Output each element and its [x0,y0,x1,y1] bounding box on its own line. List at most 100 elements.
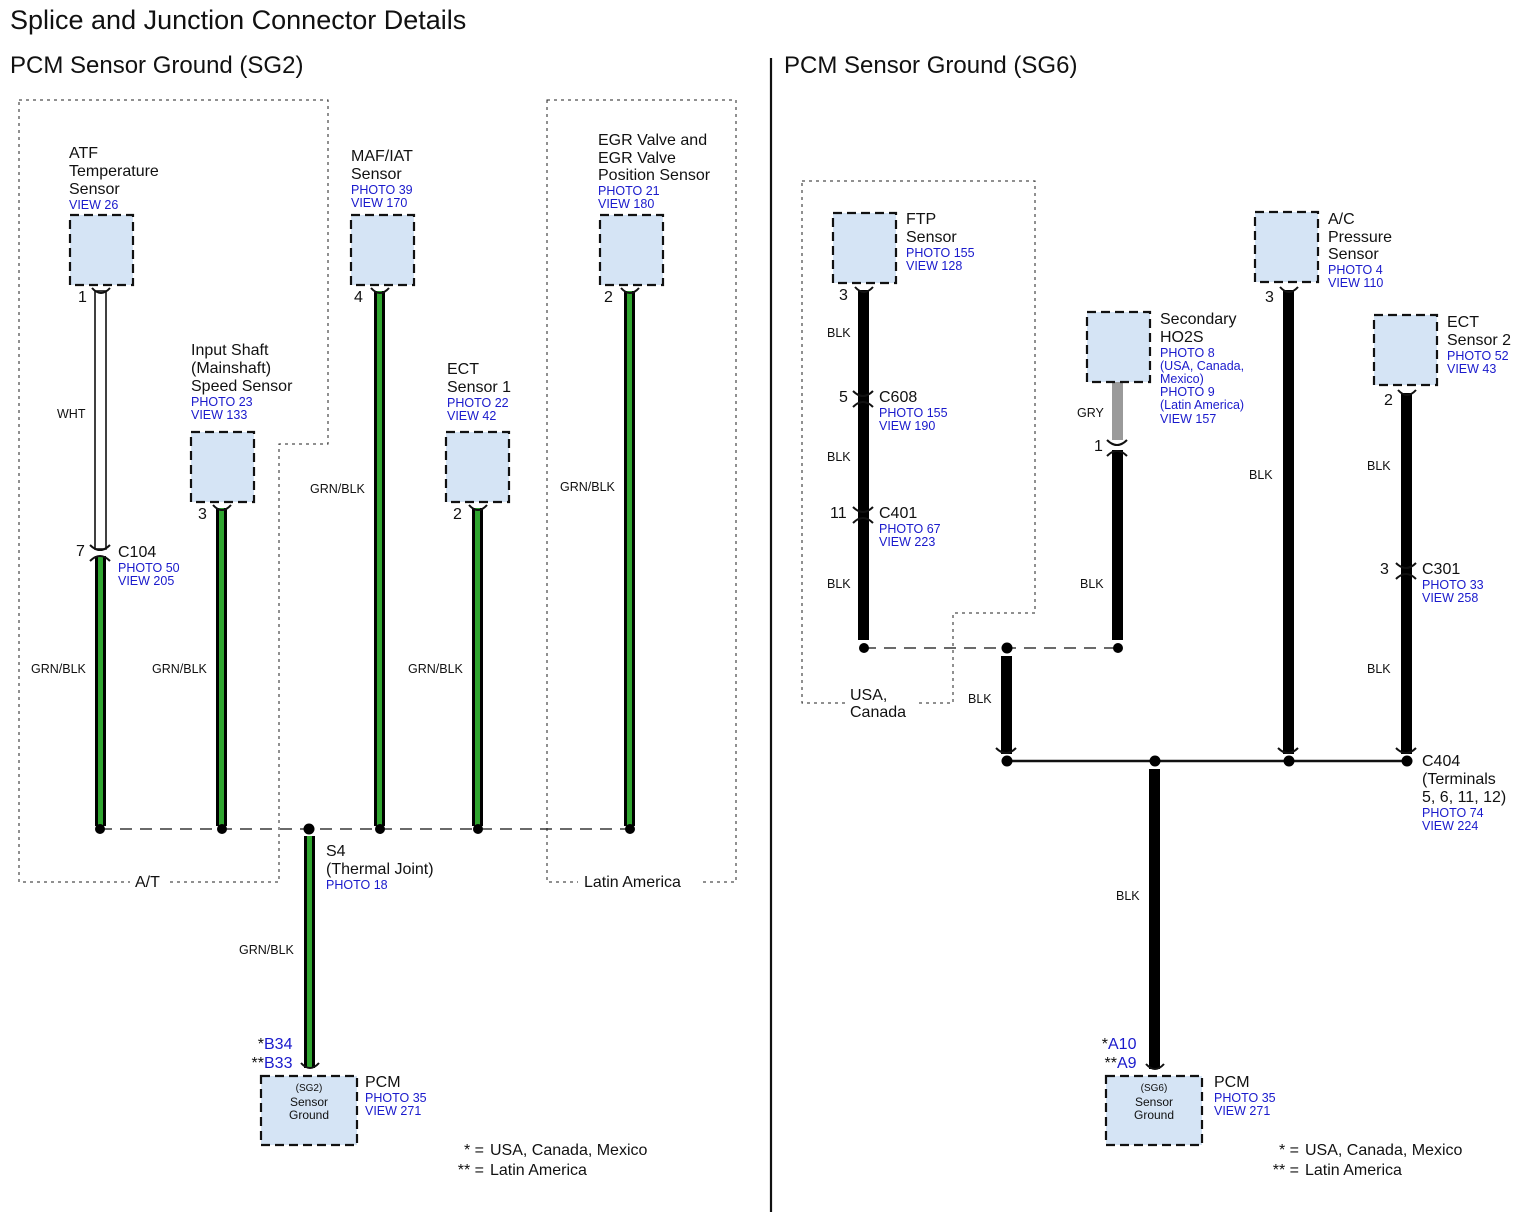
egr-pin: 2 [604,289,613,306]
splice-dot [473,824,483,834]
pcm-ref[interactable]: VIEW 271 [1214,1104,1270,1118]
maf-iat-sensor-box[interactable] [349,213,416,287]
ac-pressure-sensor-box[interactable] [1253,210,1320,284]
ac-pin: 3 [1265,289,1274,306]
terminal-mark [1395,747,1417,754]
ect1-pin: 2 [453,506,462,523]
connector-c401-mark [852,506,874,524]
ftp-sensor-box[interactable] [831,211,898,285]
ho2s-pin: 1 [1094,438,1103,455]
c301-ref[interactable]: PHOTO 33 [1422,578,1484,592]
ect1-ref[interactable]: PHOTO 22 [447,396,509,410]
pcm-ref[interactable]: PHOTO 35 [1214,1091,1276,1105]
c608-ref[interactable]: PHOTO 155 [879,406,948,420]
c301-ref[interactable]: VIEW 258 [1422,591,1478,605]
pcm-pin-a9[interactable]: A9 [1117,1055,1137,1072]
terminal-mark [1279,286,1299,293]
wire-label-wht: WHT [57,407,86,421]
pcm-ref[interactable]: PHOTO 35 [365,1091,427,1105]
input-shaft-ref[interactable]: PHOTO 23 [191,395,253,409]
wire-label-blk: BLK [1116,889,1140,903]
atf-pin: 1 [78,289,87,306]
maf-sensor-ref[interactable]: VIEW 170 [351,196,407,210]
ho2s-ref[interactable]: (Latin America) [1160,398,1244,412]
pcm-box-text: (SG6) [1141,1083,1168,1094]
ect2-ref[interactable]: PHOTO 52 [1447,349,1509,363]
c401-ref[interactable]: PHOTO 67 [879,522,941,536]
terminal-mark [212,504,232,511]
terminal-mark [1277,747,1299,754]
splice-s4-label: S4 [326,843,346,860]
c301-label: C301 [1422,561,1460,578]
ho2s-ref[interactable]: (USA, Canada, [1160,359,1244,373]
pcm-pin-a10[interactable]: A10 [1108,1036,1137,1053]
footnote-text: USA, Canada, Mexico [490,1142,648,1159]
ect2-pin: 2 [1384,392,1393,409]
c404-ref[interactable]: VIEW 224 [1422,819,1478,833]
ect2-ref[interactable]: VIEW 43 [1447,362,1496,376]
wire-label-grn-blk: GRN/BLK [408,662,464,676]
pcm-box-text: Sensor [290,1095,328,1109]
maf-sensor-label: MAF/IAT [351,148,413,165]
ect1-label: Sensor 1 [447,379,511,396]
ac-ref[interactable]: PHOTO 4 [1328,263,1383,277]
input-shaft-sensor-box[interactable] [189,430,256,504]
wire-stripe [377,291,382,826]
ho2s-ref[interactable]: PHOTO 8 [1160,346,1215,360]
egr-ref[interactable]: PHOTO 21 [598,184,660,198]
ho2s-ref[interactable]: PHOTO 9 [1160,385,1215,399]
c104-ref[interactable]: PHOTO 50 [118,561,180,575]
atf-sensor-ref[interactable]: VIEW 26 [69,198,118,212]
ftp-ref[interactable]: VIEW 128 [906,259,962,273]
c104-ref[interactable]: VIEW 205 [118,574,174,588]
input-shaft-ref[interactable]: VIEW 133 [191,408,247,422]
pcm-ref[interactable]: VIEW 271 [365,1104,421,1118]
footnote-text: Latin America [1305,1162,1402,1179]
ac-label: A/C [1328,211,1355,228]
wire-label-blk: BLK [1249,468,1273,482]
egr-label: EGR Valve and [598,132,707,149]
ect2-label: Sensor 2 [1447,332,1511,349]
footnote-mark: ** = [458,1162,484,1179]
wire-label-blk: BLK [968,692,992,706]
ac-ref[interactable]: VIEW 110 [1328,276,1383,290]
c401-pin: 11 [830,505,847,522]
c104-label: C104 [118,544,156,561]
region-label-bg [130,871,170,891]
pcm-pin-b33[interactable]: B33 [264,1055,293,1072]
wire-blk [1283,290,1294,754]
ftp-pin: 3 [839,287,848,304]
pcm-sg2-box[interactable] [259,1074,359,1147]
c608-ref[interactable]: VIEW 190 [879,419,935,433]
ect1-ref[interactable]: VIEW 42 [447,409,496,423]
pcm-pin-b34[interactable]: B34 [264,1036,293,1053]
c608-label: C608 [879,389,917,406]
ftp-label: Sensor [906,229,957,246]
c401-ref[interactable]: VIEW 223 [879,535,935,549]
splice-dot [859,643,869,653]
pcm-sg6-box[interactable] [1104,1074,1204,1147]
ho2s-ref[interactable]: Mexico) [1160,372,1204,386]
ect-sensor-2-box[interactable] [1372,313,1439,387]
splice-s4-label: (Thermal Joint) [326,861,434,878]
ftp-ref[interactable]: PHOTO 155 [906,246,975,260]
splice-s4-ref[interactable]: PHOTO 18 [326,878,388,892]
pcm-pin-star: * [258,1036,264,1053]
pcm-pin-star: ** [252,1055,264,1072]
region-label-at: A/T [135,874,160,891]
atf-temperature-sensor-box[interactable] [68,213,135,287]
egr-ref[interactable]: VIEW 180 [598,197,654,211]
egr-label: Position Sensor [598,167,711,184]
ect-sensor-1-box[interactable] [444,430,511,504]
egr-valve-box[interactable] [598,213,665,287]
maf-sensor-ref[interactable]: PHOTO 39 [351,183,413,197]
wire-label-blk: BLK [1367,459,1391,473]
region-label-bg [578,871,702,891]
pcm-label: PCM [1214,1074,1250,1091]
c404-ref[interactable]: PHOTO 74 [1422,806,1484,820]
splice-dot [1001,642,1013,654]
c404-label: C404 [1422,753,1460,770]
ho2s-ref[interactable]: VIEW 157 [1160,412,1216,426]
secondary-ho2s-box[interactable] [1085,310,1152,384]
wire-gry [1112,382,1123,440]
